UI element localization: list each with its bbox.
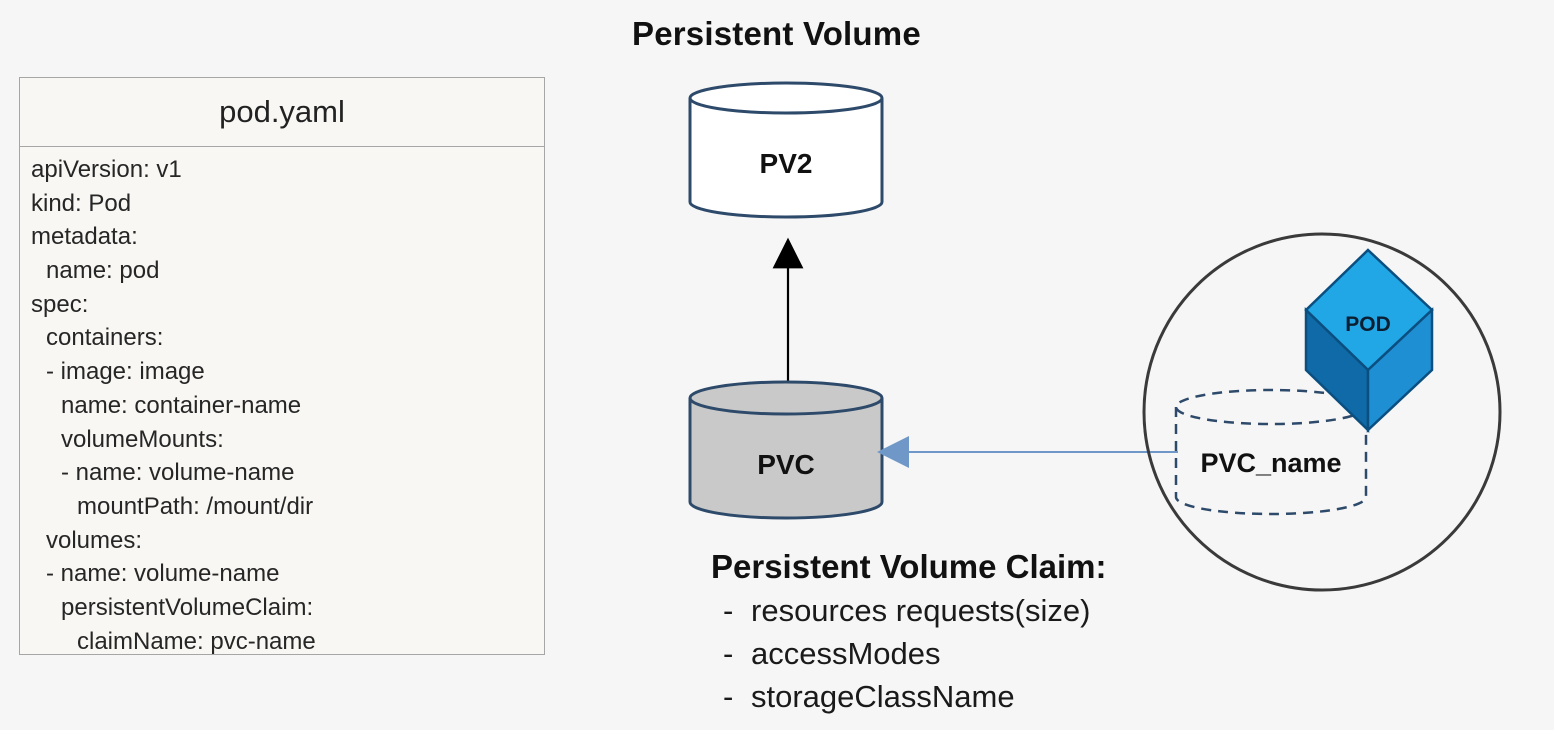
pvc-claim-title: Persistent Volume Claim: xyxy=(711,548,1107,585)
yaml-line: persistentVolumeClaim: xyxy=(61,593,314,621)
pod-label: POD xyxy=(1345,313,1391,336)
pvc-claim-item: -resources requests(size) xyxy=(711,589,1107,632)
yaml-line: name: container-name xyxy=(61,391,302,419)
yaml-line: claimName: pvc-name xyxy=(77,627,316,655)
pv2-label: PV2 xyxy=(760,148,813,179)
yaml-line: kind: Pod xyxy=(31,189,132,217)
pvc-claim-item-text: resources requests(size) xyxy=(751,593,1091,628)
pvc-claim-item: -storageClassName xyxy=(711,675,1107,718)
pvc-label: PVC xyxy=(757,449,815,480)
yaml-line: mountPath: /mount/dir xyxy=(77,492,314,520)
pod-boundary-circle xyxy=(1142,232,1502,592)
pvc-cylinder: PVC xyxy=(688,380,884,520)
pvc-claim-block: Persistent Volume Claim: -resources requ… xyxy=(711,545,1107,718)
yaml-line: - name: volume-name xyxy=(46,560,280,588)
pvc-claim-item-text: storageClassName xyxy=(751,679,1015,714)
pvc-name-cylinder: PVC_name xyxy=(1174,388,1368,516)
pvc-claim-list: -resources requests(size)-accessModes-st… xyxy=(711,589,1107,718)
pod-cube: POD xyxy=(1304,248,1434,433)
yaml-line: metadata: xyxy=(31,223,138,251)
yaml-line: volumeMounts: xyxy=(61,425,224,453)
yaml-line: apiVersion: v1 xyxy=(31,156,182,183)
yaml-line: - name: volume-name xyxy=(61,459,295,487)
list-dash: - xyxy=(723,593,734,628)
pvc-claim-item-text: accessModes xyxy=(751,636,941,671)
list-dash: - xyxy=(723,636,734,671)
yaml-line: containers: xyxy=(46,324,164,352)
yaml-title: pod.yaml xyxy=(20,78,544,147)
pvc-name-label: PVC_name xyxy=(1200,448,1341,478)
list-dash: - xyxy=(723,679,734,714)
yaml-line: volumes: xyxy=(46,526,143,554)
persistent-volume-title: Persistent Volume xyxy=(632,15,921,52)
yaml-code-body: apiVersion: v1 kind: Pod metadata: name: po… xyxy=(20,147,544,658)
yaml-panel: pod.yaml apiVersion: v1 kind: Pod metadata… xyxy=(19,77,545,655)
yaml-line: spec: xyxy=(31,290,89,318)
yaml-line: name: pod xyxy=(46,257,160,285)
yaml-line: - image: image xyxy=(46,358,205,386)
pv2-cylinder: PV2 xyxy=(688,81,884,219)
pvc-claim-item: -accessModes xyxy=(711,632,1107,675)
